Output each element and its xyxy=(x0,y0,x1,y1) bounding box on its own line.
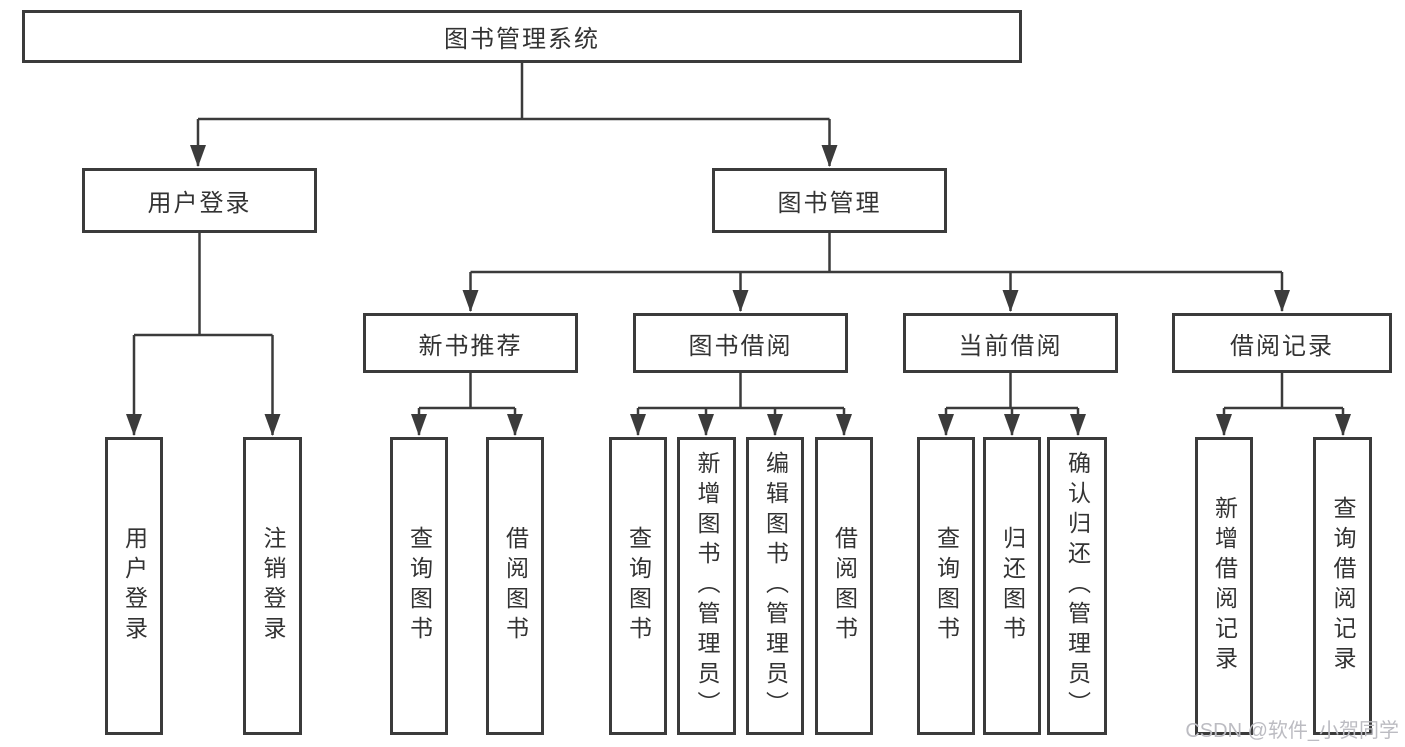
node-label: 查询图书 xyxy=(406,526,433,646)
node-book-borrowing: 图书借阅 xyxy=(633,313,848,373)
node-label: 图书借阅 xyxy=(688,332,793,360)
node-label: 编辑图书（管理员） xyxy=(762,451,789,721)
node-label: 新增图书（管理员） xyxy=(694,451,720,721)
node-return-books: 归还图书 xyxy=(983,437,1041,735)
node-label: 新增借阅记录 xyxy=(1211,496,1238,676)
node-recommend-borrow-books: 借阅图书 xyxy=(486,437,544,735)
node-user-login-group: 用户登录 xyxy=(82,168,317,233)
node-new-book-recommendation: 新书推荐 xyxy=(363,313,578,373)
node-label: 借阅图书 xyxy=(502,526,529,646)
node-borrowing-query-books: 查询图书 xyxy=(609,437,667,735)
node-add-borrow-record: 新增借阅记录 xyxy=(1195,437,1253,735)
node-label: 用户登录 xyxy=(121,526,148,646)
node-book-management: 图书管理 xyxy=(712,168,947,233)
node-logout: 注销登录 xyxy=(243,437,302,735)
node-borrowing-records: 借阅记录 xyxy=(1172,313,1392,373)
node-user-login: 用户登录 xyxy=(105,437,163,735)
node-current-borrowing: 当前借阅 xyxy=(903,313,1118,373)
node-label: 注销登录 xyxy=(260,526,286,646)
node-confirm-return-admin: 确认归还（管理员） xyxy=(1047,437,1107,735)
node-label: 新书推荐 xyxy=(418,332,523,360)
node-label: 查询借阅记录 xyxy=(1330,496,1356,676)
node-label: 查询图书 xyxy=(625,526,652,646)
node-library-management-system: 图书管理系统 xyxy=(22,10,1022,63)
node-label: 确认归还（管理员） xyxy=(1064,451,1091,721)
node-add-books-admin: 新增图书（管理员） xyxy=(677,437,736,735)
node-label: 图书管理系统 xyxy=(444,26,600,53)
node-borrowing-borrow-books: 借阅图书 xyxy=(815,437,873,735)
node-recommend-query-books: 查询图书 xyxy=(390,437,448,735)
node-label: 借阅图书 xyxy=(831,526,858,646)
node-edit-books-admin: 编辑图书（管理员） xyxy=(746,437,804,735)
node-query-borrow-record: 查询借阅记录 xyxy=(1313,437,1372,735)
node-current-query-books: 查询图书 xyxy=(917,437,975,735)
csdn-watermark: CSDN @软件_小贺同学 xyxy=(1185,720,1399,742)
node-label: 用户登录 xyxy=(147,190,252,217)
node-label: 图书管理 xyxy=(777,190,882,217)
node-label: 查询图书 xyxy=(933,526,960,646)
node-label: 当前借阅 xyxy=(958,332,1063,360)
node-label: 归还图书 xyxy=(999,526,1026,646)
node-label: 借阅记录 xyxy=(1230,332,1334,360)
